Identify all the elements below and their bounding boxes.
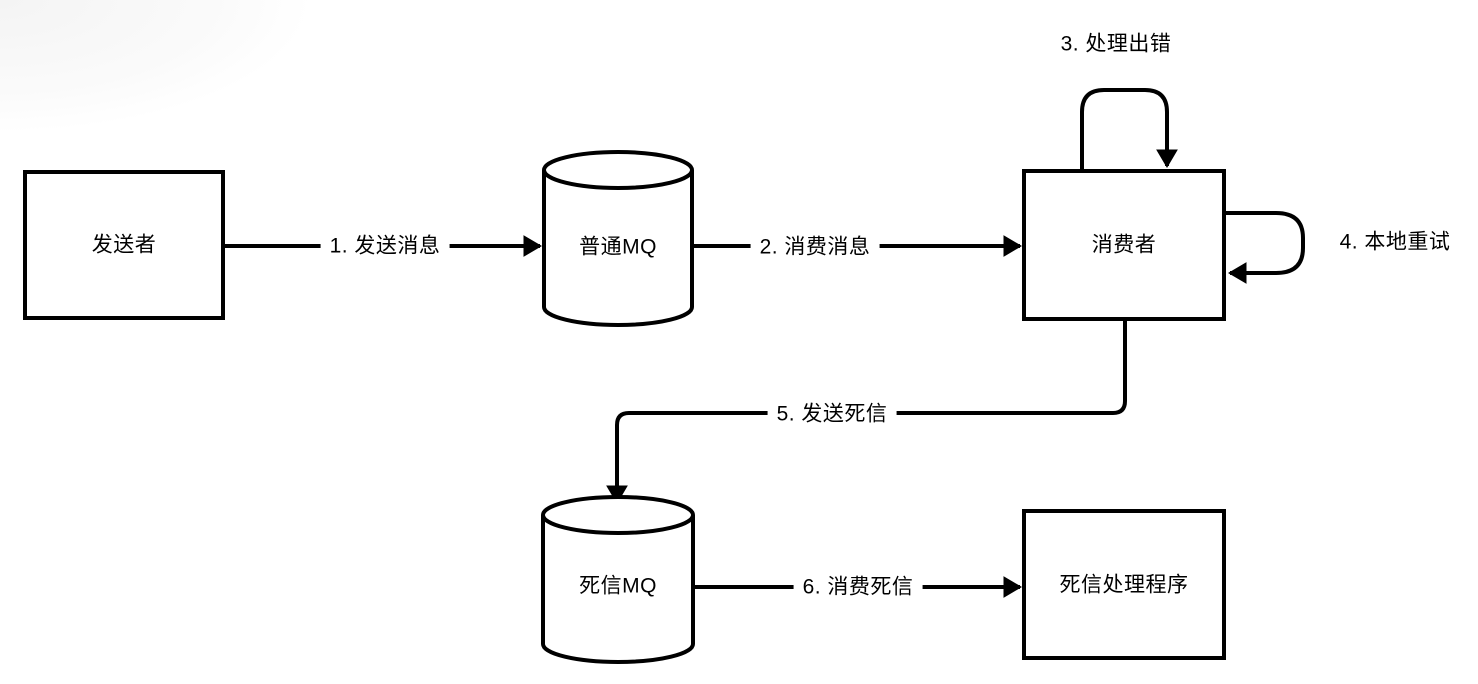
- edge-processing-error-loop: [1080, 88, 1178, 169]
- edge-label-send-message: 1. 发送消息: [320, 233, 450, 259]
- node-label-normal-mq: 普通MQ: [579, 235, 657, 259]
- edge-label-local-retry: 4. 本地重试: [1339, 230, 1451, 254]
- node-sender-box: [23, 170, 225, 320]
- node-label-sender: 发送者: [91, 233, 157, 257]
- node-dead-letter-mq-cylinder: [541, 495, 695, 664]
- edge-label-processing-error: 3. 处理出错: [1060, 32, 1172, 56]
- edge-label-consume-message: 2. 消费消息: [750, 234, 880, 260]
- node-label-dead-letter-handler: 死信处理程序: [1059, 573, 1189, 597]
- node-dead-letter-handler-box: [1022, 509, 1226, 660]
- node-normal-mq-cylinder: [542, 150, 694, 327]
- edge-local-retry-loop: [1225, 211, 1305, 284]
- edge-label-consume-dead-letter: 6. 消费死信: [793, 574, 923, 600]
- edge-label-send-dead-letter: 5. 发送死信: [767, 401, 897, 427]
- node-label-dead-letter-mq: 死信MQ: [579, 574, 657, 598]
- node-consumer-box: [1022, 169, 1226, 321]
- node-label-consumer: 消费者: [1091, 233, 1157, 257]
